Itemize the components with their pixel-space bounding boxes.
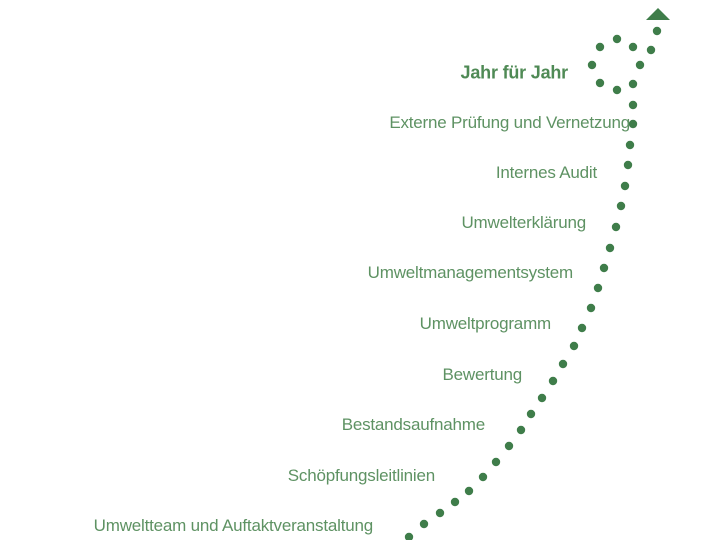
path-dot <box>593 283 603 293</box>
path-dot <box>611 222 621 232</box>
path-dot <box>616 201 626 211</box>
path-dot <box>612 34 622 44</box>
step-internes-audit: Internes Audit <box>495 163 597 182</box>
path-dot <box>450 497 460 507</box>
path-dot <box>569 341 579 351</box>
path-dot <box>595 78 605 88</box>
step-umweltprogramm: Umweltprogramm <box>419 314 552 333</box>
path-dot <box>635 60 645 70</box>
path-dot <box>599 263 609 273</box>
path-dot <box>605 243 615 253</box>
step-bewertung: Bewertung <box>442 365 523 384</box>
path-dot <box>652 26 662 36</box>
path-dot <box>516 425 526 435</box>
path-dot <box>623 160 633 170</box>
step-umweltteam-auftakt: Umweltteam und Auftaktveranstaltung <box>93 516 374 535</box>
path-dot <box>620 181 630 191</box>
path-dot <box>586 303 596 313</box>
path-dot <box>404 532 414 540</box>
path-dot <box>558 359 568 369</box>
path-dot <box>504 441 514 451</box>
path-dot <box>478 472 488 482</box>
path-dot <box>628 42 638 52</box>
path-dot <box>625 140 635 150</box>
step-externe-pruefung: Externe Prüfung und Vernetzung <box>389 113 630 132</box>
path-dot <box>587 60 597 70</box>
path-dot <box>628 100 638 110</box>
step-umwelterklaerung: Umwelterklärung <box>461 213 586 232</box>
step-umweltmanagementsystem: Umweltmanagementsystem <box>367 263 574 282</box>
path-dot <box>464 486 474 496</box>
path-dot <box>577 323 587 333</box>
path-dot <box>491 457 501 467</box>
path-dot <box>435 508 445 518</box>
arrowhead-icon <box>646 8 670 20</box>
path-dot <box>537 393 547 403</box>
step-schoepfungsleitlinien: Schöpfungsleitlinien <box>287 466 435 485</box>
path-dot <box>628 79 638 89</box>
path-dot <box>548 376 558 386</box>
heading-jahr-fuer-jahr: Jahr für Jahr <box>460 62 569 83</box>
path-dot <box>628 119 638 129</box>
path-dot <box>419 519 429 529</box>
path-dot <box>526 409 536 419</box>
step-bestandsaufnahme: Bestandsaufnahme <box>341 415 485 434</box>
path-dot <box>595 42 605 52</box>
path-dot <box>612 85 622 95</box>
path-dot <box>646 45 656 55</box>
